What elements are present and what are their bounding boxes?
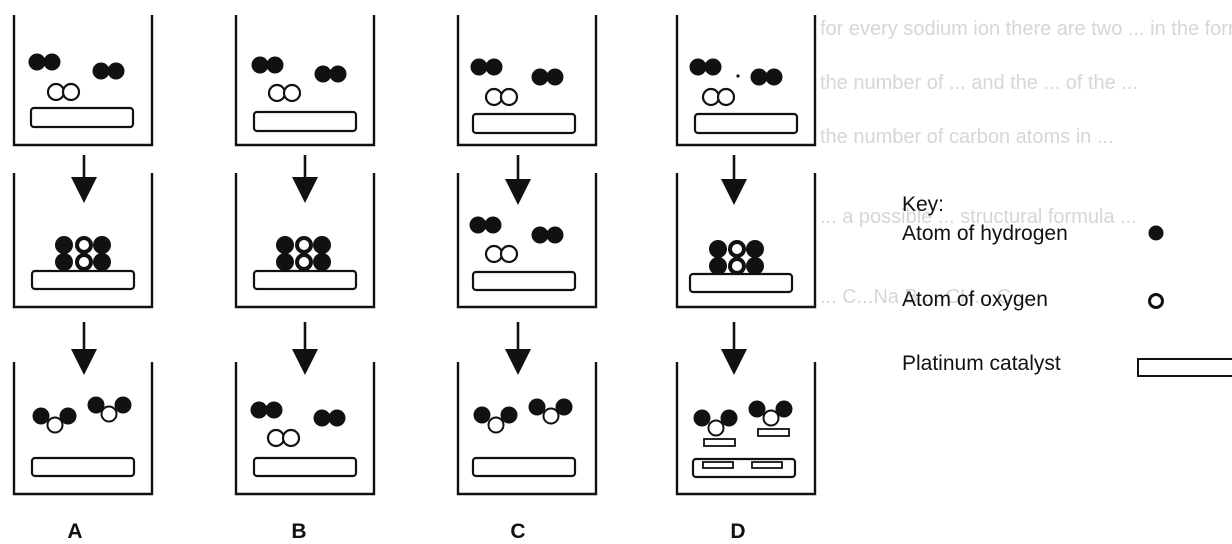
water-molecule (748, 400, 793, 427)
background-text-line: for every sodium ion there are two ... i… (820, 18, 1232, 40)
platinum-catalyst (252, 456, 358, 478)
beaker (456, 173, 598, 309)
hydrogen-molecule (469, 216, 502, 234)
key-symbols (1137, 225, 1232, 377)
platinum-catalyst (471, 456, 577, 478)
column-label-c: C (510, 520, 526, 543)
beaker (234, 173, 376, 309)
water-molecule (32, 407, 77, 434)
hydrogen-molecule (531, 68, 564, 86)
beaker (456, 15, 598, 147)
column-label-d: D (730, 520, 746, 543)
catalyst-fragment (757, 428, 790, 437)
background-text-line: ... a possible ... structural formula ..… (820, 206, 1137, 228)
water-molecule (528, 398, 573, 425)
platinum-catalyst (688, 272, 794, 294)
water-molecule (87, 396, 132, 423)
platinum-catalyst (29, 106, 135, 129)
beaker (12, 173, 154, 309)
key-label-hydrogen: Atom of hydrogen (902, 222, 1068, 245)
beaker (675, 362, 817, 496)
hydrogen-molecule (251, 56, 284, 74)
platinum-catalyst (693, 112, 799, 135)
platinum-catalyst (252, 269, 358, 291)
adsorbed-molecule-cluster (276, 236, 331, 271)
platinum-catalyst (30, 456, 136, 478)
hydrogen-molecule (28, 53, 61, 71)
key-title: Key: (902, 193, 945, 216)
column-label-a: A (67, 520, 83, 543)
beaker (675, 173, 817, 309)
adsorbed-molecule-cluster (55, 236, 111, 271)
hydrogen-molecule (689, 58, 722, 76)
water-molecule (473, 406, 518, 434)
platinum-catalyst (30, 269, 136, 291)
hydrogen-molecule (92, 62, 125, 80)
oxygen-molecule (46, 82, 81, 102)
background-text-line: the number of ... and the ... of the ... (820, 72, 1138, 94)
rectangle-icon (1137, 358, 1232, 377)
platinum-catalyst (471, 270, 577, 292)
key-label-oxygen: Atom of oxygen (902, 288, 1048, 311)
column-c (456, 15, 598, 496)
beaker (456, 362, 598, 496)
platinum-catalyst (471, 112, 577, 135)
oxygen-molecule (267, 83, 302, 103)
platinum-catalyst (252, 110, 358, 133)
background-text-line: the number of carbon atoms in ... (820, 126, 1114, 148)
column-a (12, 15, 154, 496)
hydrogen-molecule (250, 401, 283, 419)
hydrogen-molecule (470, 58, 503, 76)
column-d (675, 15, 817, 496)
oxygen-molecule (484, 244, 519, 264)
column-label-b: B (291, 520, 307, 543)
filled-circle-icon (1148, 225, 1164, 241)
hydrogen-molecule (313, 409, 346, 427)
hydrogen-molecule (314, 65, 347, 83)
beaker (675, 15, 817, 147)
key-label-catalyst: Platinum catalyst (902, 352, 1061, 375)
oxygen-molecule (701, 87, 736, 107)
oxygen-molecule (266, 428, 301, 448)
beaker (234, 362, 376, 496)
column-b (234, 15, 376, 496)
oxygen-molecule (484, 87, 519, 107)
catalyst-fragment (703, 438, 736, 447)
beaker (12, 15, 154, 147)
adsorbed-molecule-cluster (709, 240, 764, 275)
hydrogen-molecule (531, 226, 564, 244)
open-circle-icon (1148, 293, 1164, 309)
catalyst-fragment (702, 461, 734, 469)
catalyst-fragment (751, 461, 783, 469)
beaker (12, 362, 154, 496)
background-text-line: ... C...Na B ... CH... C ... (820, 286, 1034, 308)
beaker (234, 15, 376, 147)
hydrogen-molecule (750, 68, 783, 86)
water-molecule (693, 409, 738, 437)
